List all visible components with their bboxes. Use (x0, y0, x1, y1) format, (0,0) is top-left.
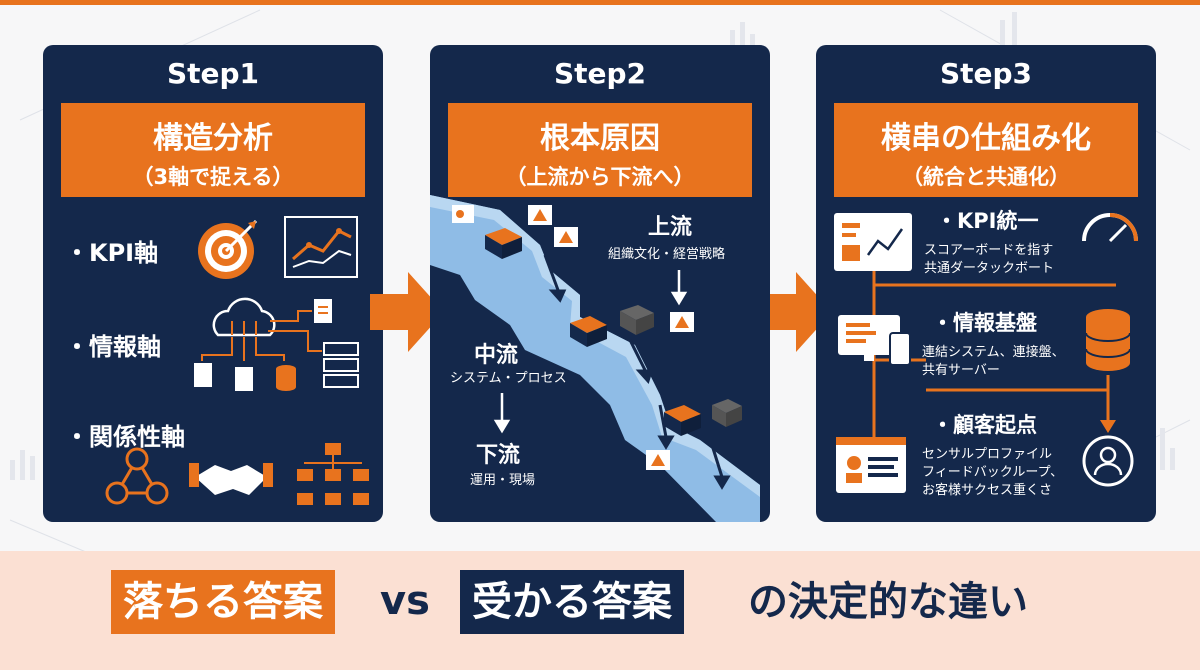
kpi-unify-line2: 共通ダータックボート (924, 261, 1055, 276)
step1-title: 構造分析 (153, 121, 273, 156)
target-icon (198, 219, 258, 279)
customer-origin-line1: センサルプロファイル (922, 447, 1053, 462)
step2-title: 根本原因 (540, 121, 660, 156)
failing-answer-tag: 落ちる答案 (111, 570, 335, 634)
monitor-icon (838, 315, 900, 361)
server-icon (323, 342, 359, 388)
kpi-unify-line1: スコアーボードを指す (924, 243, 1054, 258)
org-chart-icon (297, 443, 369, 505)
gauge-icon (1082, 213, 1138, 243)
customer-origin-line2: フィードバックループ、 (922, 465, 1064, 480)
waterfall-diagram (430, 195, 760, 522)
relation-icons (105, 443, 369, 505)
decisive-difference-text: の決定的な違い (748, 579, 1028, 625)
customer-origin-label: ・顧客起点 (932, 413, 1037, 437)
user-icon (1082, 435, 1134, 487)
info-flow-diagram (194, 297, 359, 391)
box-icon (485, 228, 742, 436)
step1-subtitle: （3軸で捉える） (132, 165, 294, 189)
midstream-label: 中流 (474, 343, 519, 368)
info-axis-label: ・情報軸 (65, 333, 161, 361)
vs-label: vs (380, 578, 430, 624)
relation-axis-label: ・関係性軸 (65, 423, 185, 451)
step1-title-box: 構造分析 （3軸で捉える） (61, 103, 365, 197)
network-icon (105, 447, 169, 505)
customer-origin-line3: お客様サクセス重くさ (922, 483, 1053, 498)
handshake-icon (189, 463, 273, 495)
step2-title-box: 根本原因 （上流から下流へ） (448, 103, 752, 197)
step3-subtitle: （統合と共通化） (902, 165, 1070, 189)
step3-title-box: 横串の仕組み化 （統合と共通化） (834, 103, 1138, 197)
passing-answer-tag: 受かる答案 (460, 570, 684, 634)
next-step-arrow-2 (758, 272, 832, 352)
midstream-desc: システム・プロセス (450, 371, 567, 386)
next-step-arrow-1 (370, 272, 444, 352)
dashboard-icon (834, 213, 912, 271)
warning-icon (452, 205, 694, 470)
info-base-line1: 連結システム、連接盤、 (922, 345, 1065, 360)
line-chart-icon (284, 216, 358, 278)
integration-diagram (834, 213, 1138, 493)
phone-icon (889, 332, 911, 366)
downstream-label: 下流 (476, 443, 521, 468)
kpi-unify-label: ・KPI統一 (936, 209, 1039, 233)
step2-subtitle: （上流から下流へ） (505, 165, 695, 189)
step3-panel: Step3 横串の仕組み化 （統合と共通化） (816, 45, 1156, 522)
database-icon (1085, 309, 1131, 371)
downstream-desc: 運用・現場 (470, 473, 536, 488)
kpi-axis-label: ・KPI軸 (65, 239, 159, 267)
profile-card-icon (836, 437, 906, 493)
cloud-icon (212, 297, 276, 337)
step2-panel: Step2 根本原因 （上流から下流へ） (430, 45, 770, 522)
upstream-desc: 組織文化・経営戦略 (608, 247, 726, 262)
database-icon (276, 365, 296, 391)
upstream-label: 上流 (648, 215, 693, 240)
step1-heading: Step1 (166, 57, 260, 90)
step2-heading: Step2 (553, 57, 647, 90)
top-accent-bar (0, 0, 1200, 5)
step1-panel: Step1 構造分析 （3軸で捉える） ・KPI軸 ・情報軸 ・関係性軸 (43, 45, 383, 522)
document-icon (314, 299, 332, 323)
info-base-line2: 共有サーバー (922, 363, 1000, 378)
step3-heading: Step3 (939, 57, 1033, 90)
step3-title: 横串の仕組み化 (881, 121, 1091, 156)
info-base-label: ・情報基盤 (932, 311, 1037, 335)
